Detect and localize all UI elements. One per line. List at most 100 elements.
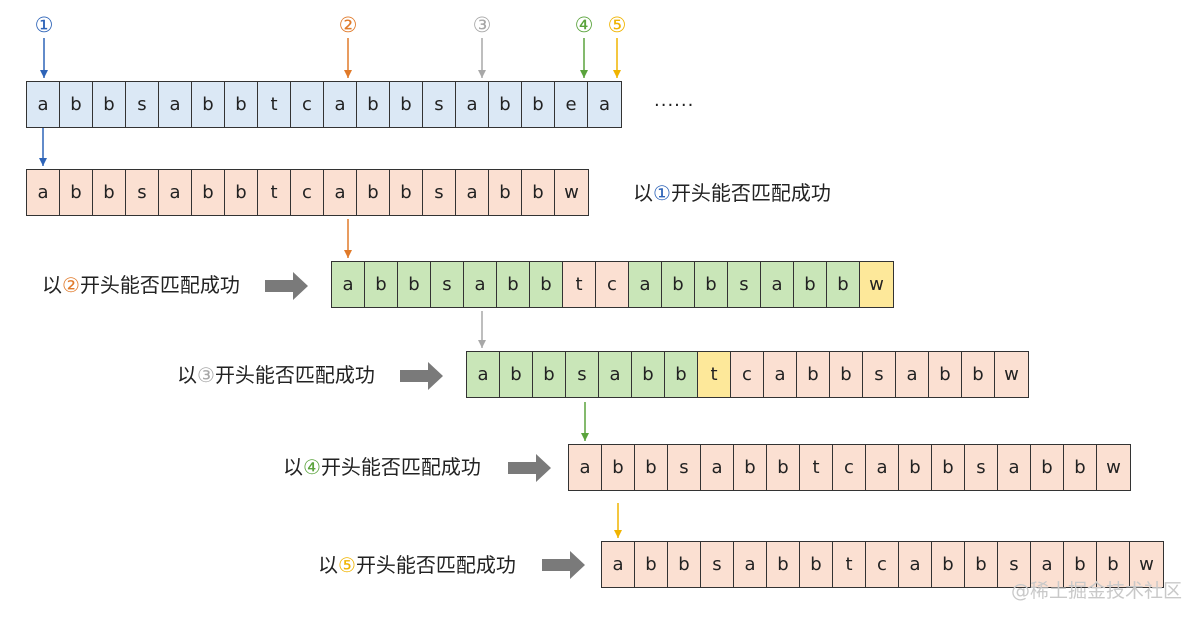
marker-3: ③	[472, 13, 492, 37]
pattern-cell: b	[192, 170, 225, 215]
pattern-cell: a	[159, 170, 192, 215]
text-cell: b	[93, 82, 126, 127]
pattern-cell: b	[390, 170, 423, 215]
label-row-2: 以②开头能否匹配成功	[42, 273, 240, 297]
pattern-cell: s	[998, 542, 1031, 587]
pattern-cell: b	[962, 352, 995, 397]
pattern-cell: a	[764, 352, 797, 397]
pattern-cell: b	[500, 352, 533, 397]
label-row-5: 以⑤开头能否匹配成功	[318, 553, 516, 577]
pattern-cell: b	[632, 352, 665, 397]
label-row-4: 以④开头能否匹配成功	[283, 455, 481, 479]
pattern-cell: b	[522, 170, 555, 215]
pattern-cell: a	[27, 170, 60, 215]
text-cell: c	[291, 82, 324, 127]
pattern-cell: b	[800, 542, 833, 587]
pattern-cell: a	[569, 445, 602, 490]
pattern-cell: b	[695, 262, 728, 307]
ellipsis: ......	[654, 90, 695, 111]
pattern-cell: w	[1097, 445, 1130, 490]
pattern-cell: s	[423, 170, 456, 215]
text-cell: s	[423, 82, 456, 127]
pattern-cell: w	[555, 170, 588, 215]
pattern-cell: w	[860, 262, 893, 307]
pattern-cell: c	[833, 445, 866, 490]
pattern-cell: b	[225, 170, 258, 215]
pattern-cell: b	[533, 352, 566, 397]
pattern-cell: b	[602, 445, 635, 490]
pattern-cell: a	[464, 262, 497, 307]
pattern-cell: b	[489, 170, 522, 215]
pattern-cell: b	[497, 262, 530, 307]
pattern-cell: b	[93, 170, 126, 215]
pattern-cell: b	[357, 170, 390, 215]
pattern-cell: a	[896, 352, 929, 397]
pattern-cell: s	[863, 352, 896, 397]
pattern-cell: c	[866, 542, 899, 587]
text-cell: b	[192, 82, 225, 127]
text-cell: b	[489, 82, 522, 127]
pattern-cell: b	[929, 352, 962, 397]
text-cell: a	[27, 82, 60, 127]
pattern-cell: b	[734, 445, 767, 490]
marker-2: ②	[338, 13, 358, 37]
pattern-cell: a	[1031, 542, 1064, 587]
text-cell: b	[225, 82, 258, 127]
text-cell: b	[357, 82, 390, 127]
pattern-cell: a	[456, 170, 489, 215]
pattern-cell: s	[126, 170, 159, 215]
pattern-cell: b	[635, 445, 668, 490]
marker-5: ⑤	[607, 13, 627, 37]
text-cell: a	[324, 82, 357, 127]
pattern-cell: c	[291, 170, 324, 215]
pattern-cell: t	[563, 262, 596, 307]
big-arrow-3	[400, 362, 443, 390]
pattern-cell: b	[1097, 542, 1130, 587]
pattern-cell: b	[797, 352, 830, 397]
text-cell: s	[126, 82, 159, 127]
pattern-cell: s	[728, 262, 761, 307]
pattern-cell: t	[258, 170, 291, 215]
big-arrow-4	[508, 454, 551, 482]
text-cell: b	[60, 82, 93, 127]
pattern-cell: a	[866, 445, 899, 490]
pattern-cell: a	[998, 445, 1031, 490]
pattern-cell: b	[1064, 542, 1097, 587]
pattern-cell: c	[731, 352, 764, 397]
pattern-cell: a	[761, 262, 794, 307]
pattern-cell: b	[899, 445, 932, 490]
pattern-cell: b	[767, 445, 800, 490]
pattern-cell: a	[467, 352, 500, 397]
pattern-cell: b	[830, 352, 863, 397]
text-cell: b	[390, 82, 423, 127]
pattern-cell: a	[599, 352, 632, 397]
pattern-cell: a	[602, 542, 635, 587]
pattern-cell: a	[629, 262, 662, 307]
pattern-cell: a	[332, 262, 365, 307]
pattern-cell: b	[665, 352, 698, 397]
pattern-cell: s	[431, 262, 464, 307]
pattern-cell: b	[668, 542, 701, 587]
text-cell: e	[555, 82, 588, 127]
marker-1: ①	[34, 13, 54, 37]
pattern-cell: b	[1031, 445, 1064, 490]
text-cell: a	[159, 82, 192, 127]
pattern-cell: t	[698, 352, 731, 397]
pattern-cell: b	[767, 542, 800, 587]
pattern-cell: b	[794, 262, 827, 307]
pattern-cell: a	[701, 445, 734, 490]
pattern-cell: b	[932, 542, 965, 587]
text-cell: a	[456, 82, 489, 127]
marker-4: ④	[574, 13, 594, 37]
pattern-cell: t	[800, 445, 833, 490]
pattern-cell: a	[734, 542, 767, 587]
label-row-3: 以③开头能否匹配成功	[177, 363, 375, 387]
pattern-cell: b	[60, 170, 93, 215]
